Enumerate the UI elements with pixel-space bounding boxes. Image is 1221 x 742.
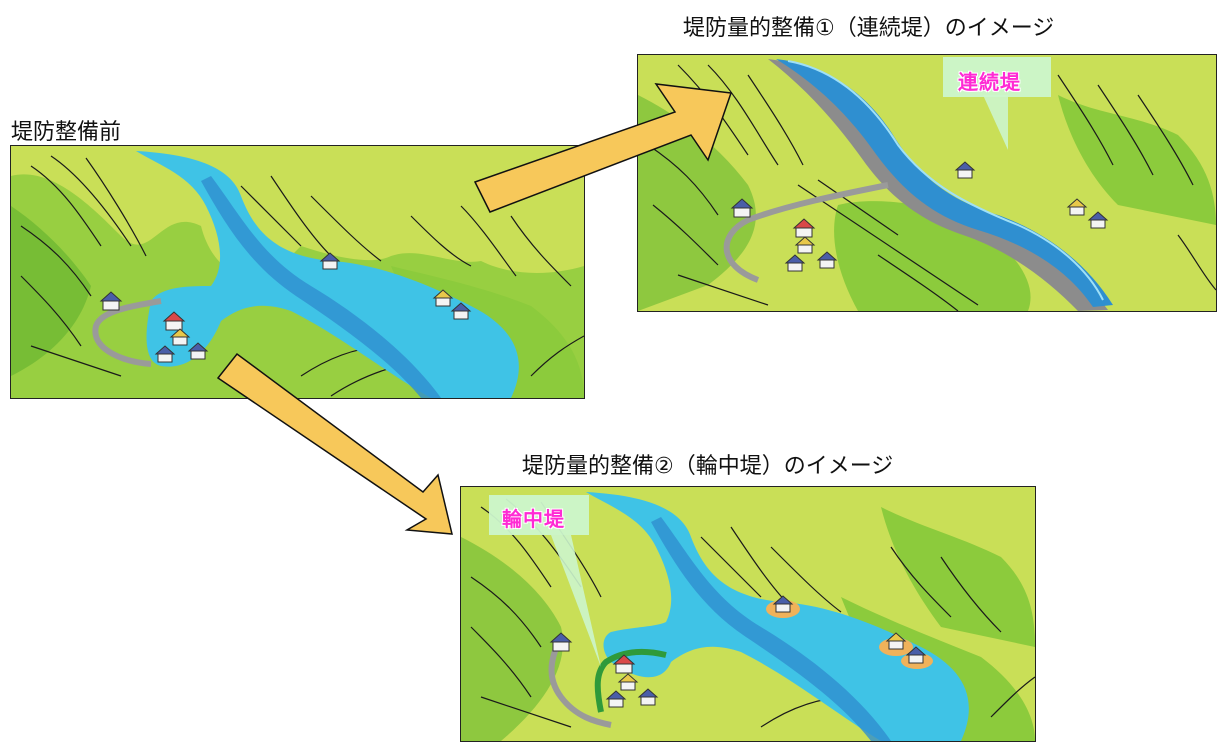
callout-pointer	[551, 535, 601, 667]
callout-box	[489, 495, 589, 535]
ring-levee-illustration	[461, 492, 1035, 741]
callout-box	[943, 57, 1051, 97]
house-group	[549, 595, 927, 708]
caption-continuous-levee: 堤防量的整備①（連続堤）のイメージ	[683, 16, 1055, 41]
label-ring-levee: 輪中堤	[502, 507, 565, 531]
house-group	[730, 161, 1109, 272]
label-continuous-levee: 連続堤	[958, 70, 1021, 94]
caption-before: 堤防整備前	[11, 120, 122, 145]
panel-before	[10, 145, 585, 399]
panel-ring-levee	[460, 486, 1036, 742]
river-channel	[201, 176, 441, 398]
forest-area	[1058, 95, 1216, 225]
hill-lines	[20, 155, 584, 398]
continuous-levee-illustration	[638, 57, 1216, 311]
river-channel	[776, 59, 1113, 307]
panel-continuous-levee	[637, 54, 1217, 312]
road	[92, 298, 162, 367]
house-group	[99, 252, 472, 363]
river-channel	[651, 517, 891, 741]
road	[548, 635, 612, 728]
before-illustration	[11, 151, 584, 398]
forest-area	[11, 206, 91, 376]
caption-ring-levee: 堤防量的整備②（輪中堤）のイメージ	[522, 454, 894, 479]
forest-area	[881, 507, 1035, 647]
ring-levee-wall	[594, 648, 667, 713]
forest-area	[461, 537, 563, 741]
road	[723, 182, 889, 283]
callout-pointer	[983, 95, 1008, 150]
